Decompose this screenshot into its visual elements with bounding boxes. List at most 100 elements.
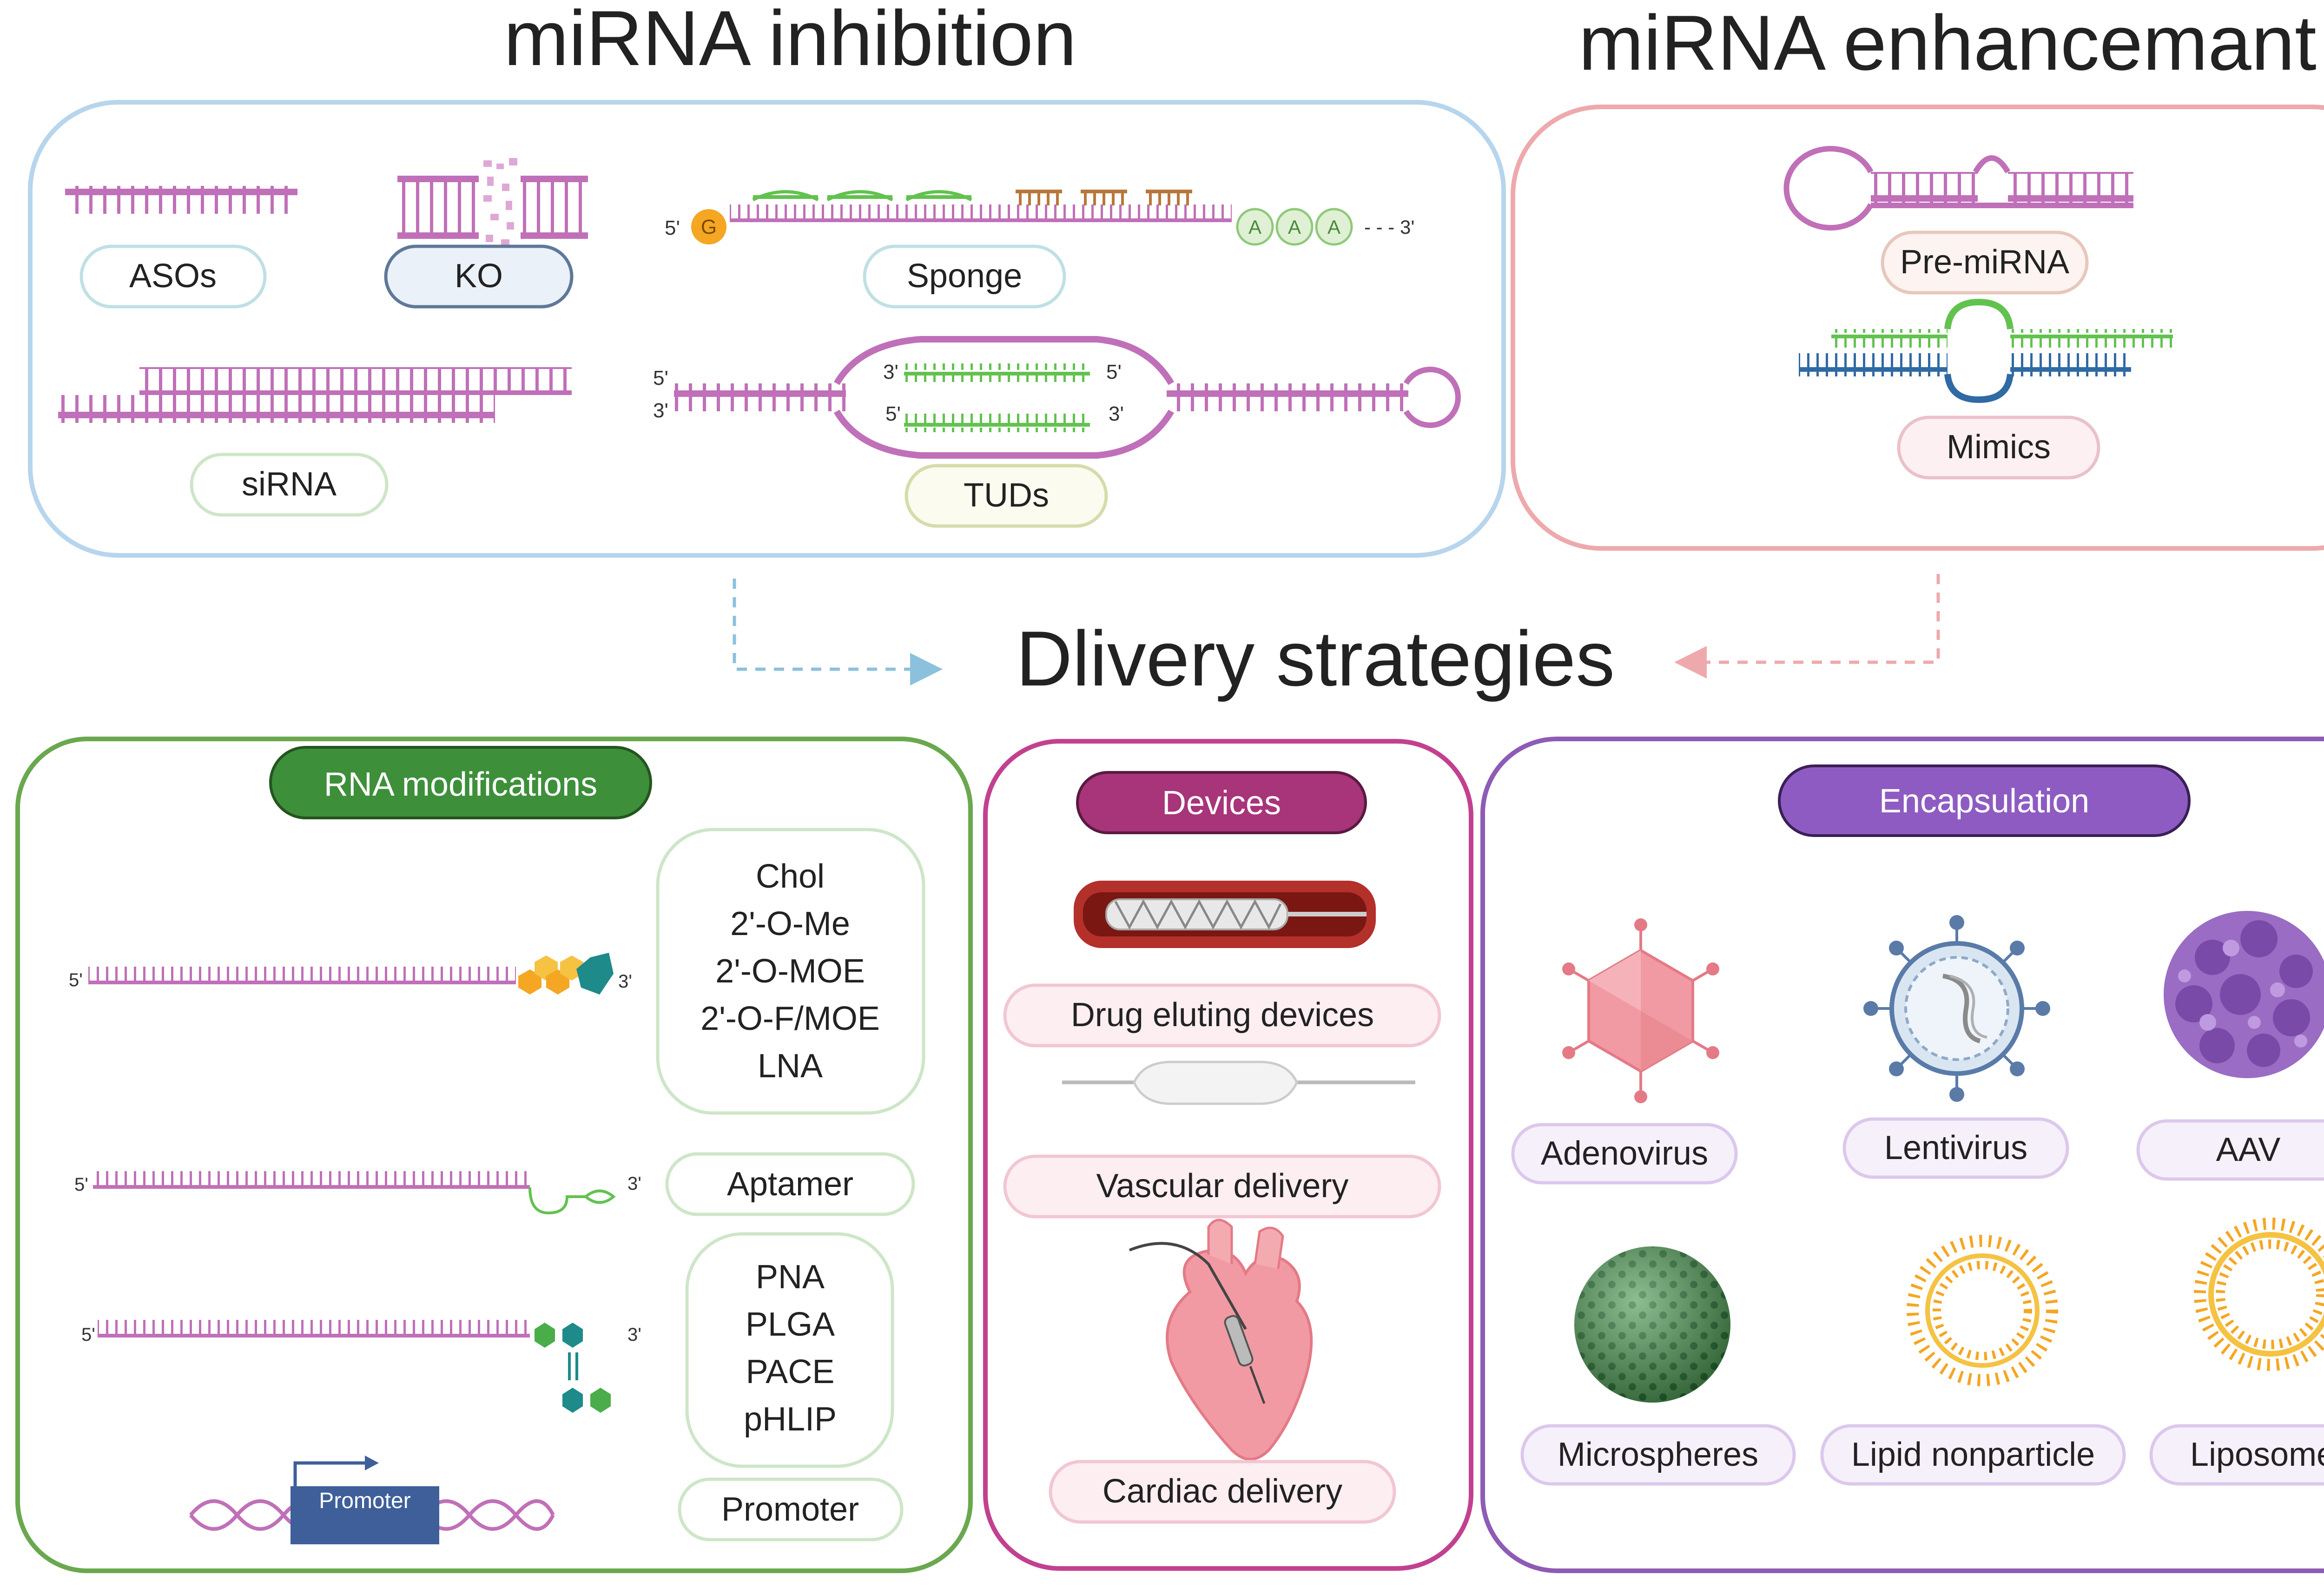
encapsulation-item-microspheres-label: Microspheres	[1558, 1436, 1758, 1473]
chem-item-chol: Chol	[756, 858, 825, 895]
liposome-icon	[2194, 1218, 2324, 1371]
encapsulation-item-aav-label: AAV	[2216, 1131, 2281, 1168]
encapsulation-item-lentivirus: Lentivirus	[1842, 1117, 2069, 1179]
chem-item-2-o-me: 2'-O-Me	[730, 905, 850, 942]
mimics-label: Mimics	[1947, 428, 2051, 466]
devices-header-label: Devices	[1162, 784, 1281, 822]
aso-strand	[65, 186, 297, 214]
inhibition-arrow	[733, 579, 943, 685]
inhibition-title: miRNA inhibition	[504, 0, 1077, 82]
devices-item-drug-eluting-label: Drug eluting devices	[1071, 996, 1374, 1034]
poly-a-3: A	[1327, 216, 1340, 238]
polymer-item-plga: PLGA	[746, 1306, 835, 1343]
encapsulation-item-lentivirus-label: Lentivirus	[1884, 1129, 2027, 1166]
tuds-inner-5prime-top: 5'	[1106, 361, 1122, 383]
pre-mirna-label: Pre-miRNA	[1900, 244, 2069, 281]
encapsulation-header: Encapsulation	[1778, 764, 2191, 837]
ko-pill: KO	[384, 244, 574, 309]
polymer-5prime: 5'	[81, 1324, 95, 1345]
tuds-inner-3prime-bottom: 3'	[1109, 402, 1124, 425]
sponge-construct: 5' G A A A - - - 3'	[665, 190, 1414, 246]
encapsulation-item-lipid-nanoparticle: Lipid nonparticle	[1820, 1424, 2126, 1486]
polymer-strand: 5' 3'	[81, 1320, 641, 1413]
enhancement-title: miRNA enhancemant	[1578, 0, 2316, 86]
rna-modifications-header-label: RNA modifications	[324, 766, 597, 803]
tuds-3prime-bottom: 3'	[653, 399, 668, 422]
poly-a-tail: A A A	[1236, 208, 1353, 246]
promoter-box-label: Promoter	[319, 1489, 410, 1513]
conjugate-strand: 5' 3'	[69, 953, 632, 995]
tuds-5prime-top: 5'	[653, 367, 668, 389]
sirna-duplex	[58, 367, 572, 423]
aso-label: ASOs	[129, 257, 217, 295]
polymer-item-pna: PNA	[756, 1259, 825, 1296]
ko-label: KO	[455, 257, 503, 295]
pre-mirna-hairpin	[1783, 146, 2133, 231]
lipid-nanoparticle-icon	[1907, 1235, 2058, 1386]
aso-pill: ASOs	[79, 244, 267, 309]
devices-item-cardiac-label: Cardiac delivery	[1103, 1473, 1342, 1510]
sponge-3prime: - - - 3'	[1364, 216, 1414, 238]
encapsulation-panel	[1480, 737, 2324, 1573]
sirna-pill: siRNA	[190, 453, 389, 517]
polymer-item-phlip: pHLIP	[744, 1401, 837, 1438]
rna-modifications-header: RNA modifications	[269, 746, 652, 819]
chem-item-2-o-moe: 2'-O-MOE	[715, 953, 865, 990]
chemistry-list-box: Chol 2'-O-Me 2'-O-MOE 2'-O-F/MOE LNA	[656, 828, 925, 1115]
conjugate-3prime: 3'	[618, 971, 632, 992]
sponge-g-cap	[691, 209, 726, 244]
rna-modifications-panel	[15, 737, 973, 1573]
aav-icon	[2164, 911, 2324, 1078]
encapsulation-item-microspheres: Microspheres	[1520, 1424, 1796, 1486]
sponge-pill: Sponge	[863, 244, 1066, 309]
devices-item-cardiac: Cardiac delivery	[1049, 1460, 1396, 1524]
ko-strand	[397, 158, 588, 251]
inhibition-panel	[28, 100, 1506, 558]
chem-item-2-o-f-moe: 2'-O-F/MOE	[700, 1000, 880, 1037]
promoter-label: Promoter	[721, 1491, 859, 1528]
aptamer-pill: Aptamer	[665, 1152, 915, 1216]
polymer-3prime: 3'	[627, 1324, 641, 1345]
sponge-5prime: 5'	[665, 217, 680, 239]
adenovirus-icon	[1562, 918, 1719, 1103]
poly-a-2: A	[1288, 216, 1301, 238]
aptamer-label: Aptamer	[727, 1166, 853, 1203]
enhancement-arrow	[1674, 574, 1940, 679]
polymer-item-pace: PACE	[746, 1353, 835, 1390]
encapsulation-item-adenovirus: Adenovirus	[1511, 1123, 1738, 1185]
conjugate-5prime: 5'	[69, 970, 83, 990]
promoter-graphic: Promoter	[189, 1456, 555, 1544]
sponge-label: Sponge	[907, 257, 1022, 295]
lentivirus-icon	[1863, 915, 2050, 1102]
sirna-label: siRNA	[242, 466, 337, 503]
tuds-inner-3prime-top: 3'	[883, 361, 898, 383]
devices-panel	[983, 739, 1473, 1571]
tuds-construct: 5' 3' 3' 5' 5' 3'	[653, 336, 1461, 459]
poly-a-1: A	[1248, 216, 1261, 238]
tuds-pill: TUDs	[905, 464, 1108, 528]
stent-icon	[1074, 881, 1376, 948]
encapsulation-item-adenovirus-label: Adenovirus	[1541, 1135, 1708, 1172]
devices-item-drug-eluting: Drug eluting devices	[1003, 983, 1441, 1048]
mimics-pill: Mimics	[1897, 415, 2100, 480]
encapsulation-item-liposome: Liposome	[2149, 1424, 2324, 1486]
encapsulation-header-label: Encapsulation	[1879, 783, 2089, 820]
promoter-pill: Promoter	[678, 1477, 904, 1542]
devices-header: Devices	[1076, 771, 1367, 834]
encapsulation-item-aav: AAV	[2136, 1119, 2324, 1181]
aptamer-3prime: 3'	[627, 1173, 641, 1194]
aptamer-strand: 5' 3'	[74, 1171, 641, 1215]
polymer-list-box: PNA PLGA PACE pHLIP	[685, 1232, 894, 1468]
sponge-g-cap-label: G	[701, 216, 717, 238]
balloon-catheter-icon	[1062, 1061, 1415, 1105]
encapsulation-item-lipid-nanoparticle-label: Lipid nonparticle	[1851, 1436, 2095, 1473]
devices-item-vascular-label: Vascular delivery	[1096, 1167, 1349, 1205]
devices-item-vascular: Vascular delivery	[1003, 1154, 1441, 1219]
aptamer-5prime: 5'	[74, 1174, 88, 1195]
heart-icon	[1129, 1219, 1313, 1461]
microsphere-icon	[1574, 1246, 1730, 1403]
encapsulation-item-liposome-label: Liposome	[2190, 1436, 2324, 1473]
tuds-label: TUDs	[964, 477, 1049, 514]
